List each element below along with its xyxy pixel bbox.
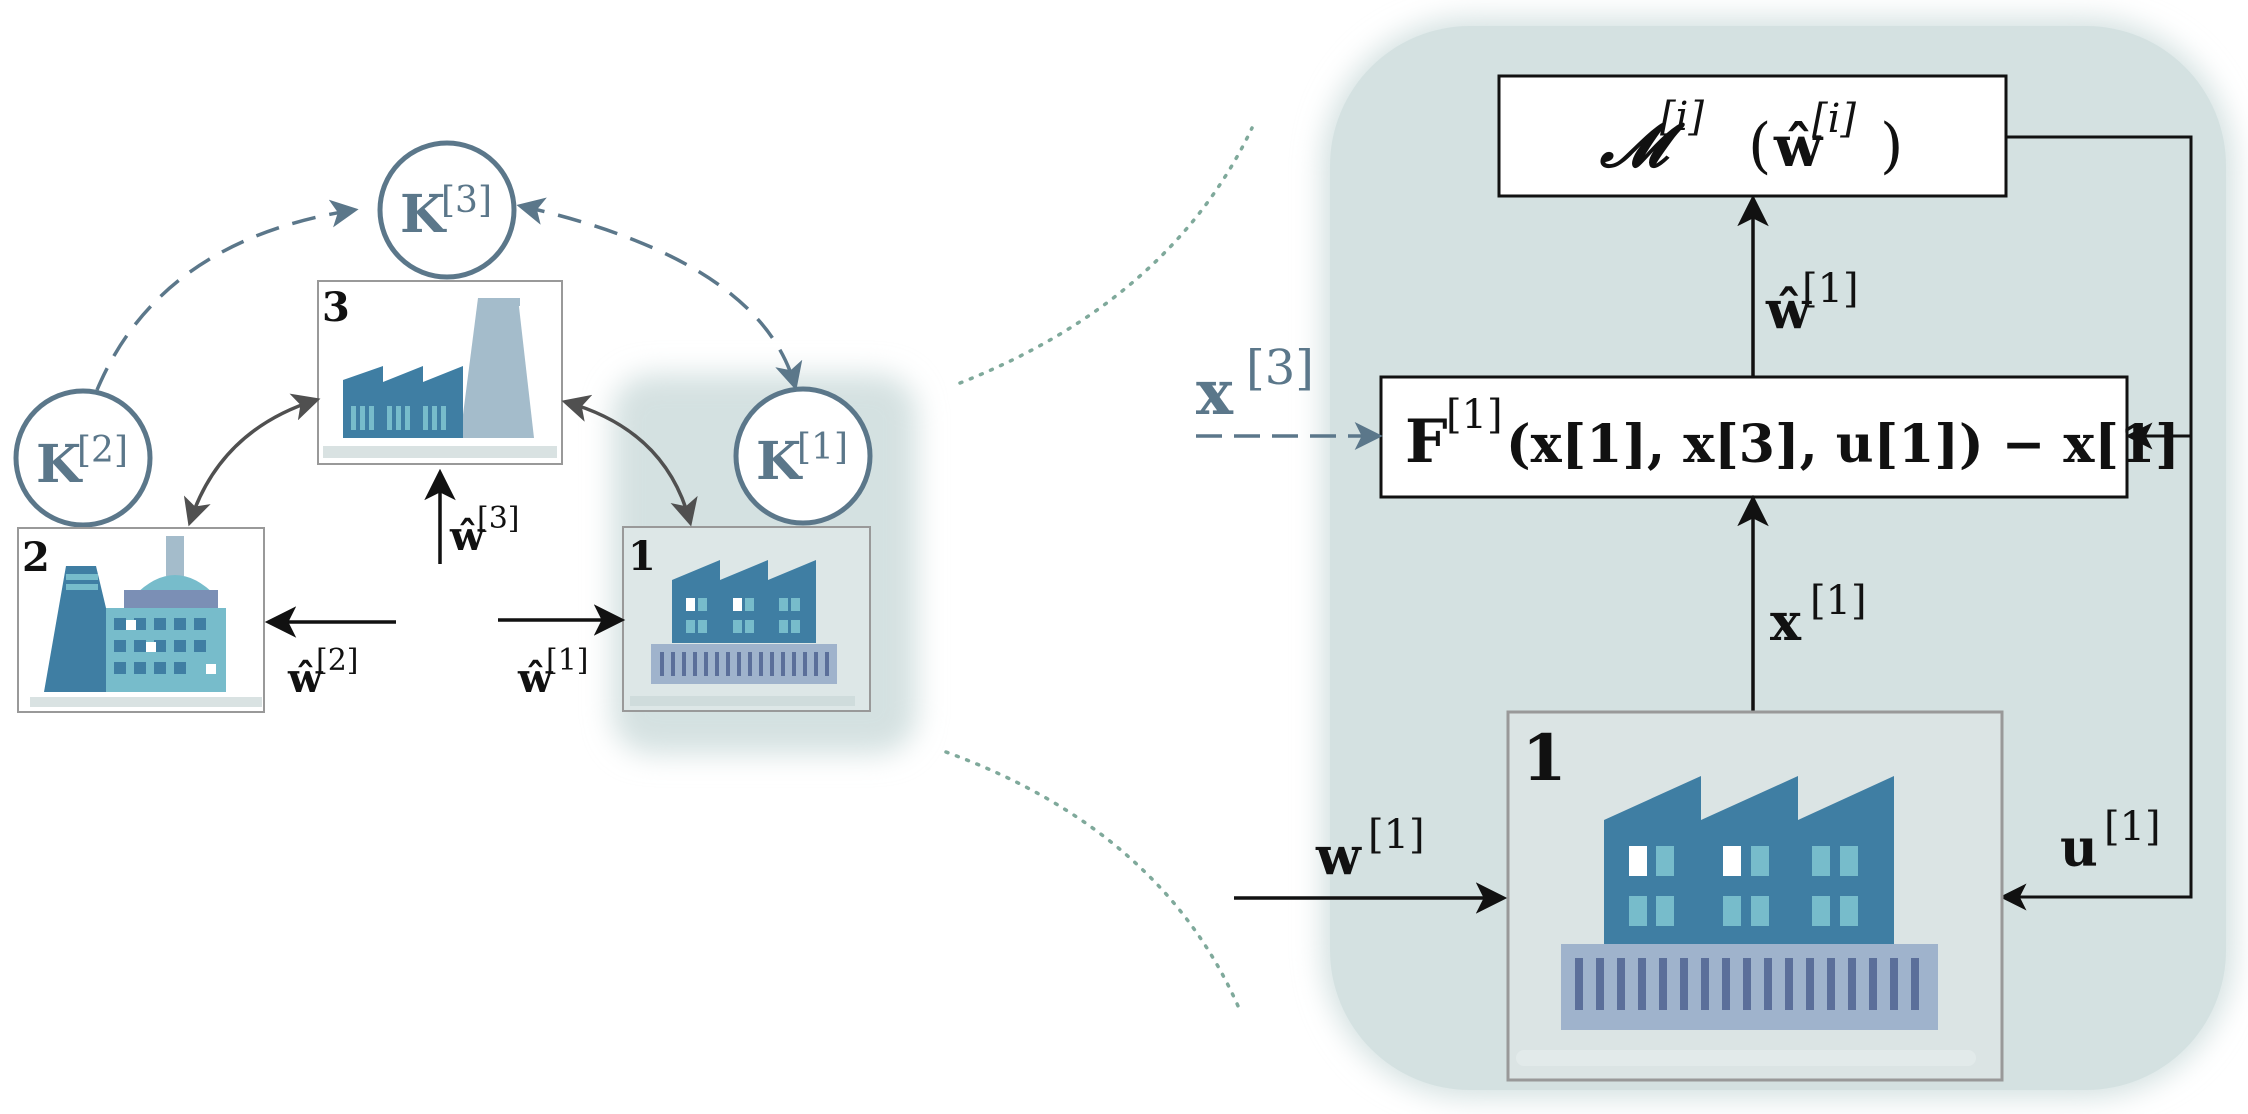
controller-k1-sup: [1] xyxy=(797,427,848,468)
label-right-x3: x [3] xyxy=(1196,340,1314,429)
plant-2: 2 xyxy=(17,527,265,713)
label-what3: ŵ [3] xyxy=(449,501,520,560)
coupling-arc-3-1 xyxy=(561,394,698,527)
controller-k2-sup: [2] xyxy=(77,430,128,471)
plant-1-small: 1 xyxy=(622,526,871,712)
plant-2-number: 2 xyxy=(22,534,50,581)
model-box-sup: [i] xyxy=(1660,94,1704,140)
plant-1-large-number: 1 xyxy=(1522,721,1567,796)
label-what2: ŵ [2] xyxy=(287,643,359,702)
comm-arc-k3-k1 xyxy=(516,197,803,391)
svg-text:[1]: [1] xyxy=(2104,804,2161,850)
svg-text:[1]: [1] xyxy=(1810,578,1867,624)
zoom-curve-bottom xyxy=(944,750,1240,1008)
plant-1-large: 1 xyxy=(1506,710,2004,1082)
label-what1: ŵ [1] xyxy=(517,643,589,702)
controller-k1: K [1] xyxy=(733,386,873,526)
svg-text:ŵ: ŵ xyxy=(287,655,324,702)
svg-text:(: ( xyxy=(1748,111,1771,181)
label-right-u1: u [1] xyxy=(2060,804,2161,879)
svg-text:ŵ: ŵ xyxy=(517,655,554,702)
model-box-arg: ŵ xyxy=(1773,114,1824,180)
plant-1-number: 1 xyxy=(628,533,656,580)
feedback-line xyxy=(1999,135,2193,911)
svg-text:[1]: [1] xyxy=(1802,266,1859,312)
svg-text:[1]: [1] xyxy=(546,643,589,678)
svg-text:ŵ: ŵ xyxy=(1765,280,1812,341)
svg-text:[1]: [1] xyxy=(1368,812,1425,858)
coupling-arc-2-3 xyxy=(183,393,321,527)
svg-text:x: x xyxy=(1196,356,1234,429)
svg-text:[3]: [3] xyxy=(477,501,520,536)
controller-k2: K [2] xyxy=(13,388,153,528)
controller-k3-sup: [3] xyxy=(441,180,492,221)
svg-text:w: w xyxy=(1315,826,1362,887)
model-box-arg-sup: [i] xyxy=(1812,96,1856,142)
comm-arc-k2-k3 xyxy=(95,199,359,391)
svg-text:u: u xyxy=(2060,818,2098,879)
svg-text:x: x xyxy=(1770,592,1802,653)
svg-text:ŵ: ŵ xyxy=(449,513,486,560)
label-right-w1: w [1] xyxy=(1315,812,1425,887)
controller-k3: K [3] xyxy=(377,140,517,280)
label-right-what1: ŵ [1] xyxy=(1765,266,1859,341)
svg-text:[2]: [2] xyxy=(316,643,359,678)
controller-k1-label: K xyxy=(756,431,803,492)
plant-3-number: 3 xyxy=(322,284,350,331)
plant-3: 3 xyxy=(317,280,563,465)
estimator-box: F [1] (x[1], x[3], u[1]) − x[1] xyxy=(1379,375,2180,499)
model-box: 𝓜 [i] ( ŵ [i] ) xyxy=(1497,74,2008,198)
estimator-args: (x[1], x[3], u[1]) − x[1] xyxy=(1506,414,2180,475)
svg-text:): ) xyxy=(1880,111,1903,181)
zoom-curve-top xyxy=(958,126,1254,385)
svg-text:[3]: [3] xyxy=(1246,340,1314,396)
estimator-sup: [1] xyxy=(1446,392,1503,438)
controller-k3-label: K xyxy=(400,184,447,245)
label-right-x1: x [1] xyxy=(1770,578,1867,653)
estimator-symbol: F xyxy=(1405,407,1448,477)
controller-k2-label: K xyxy=(36,434,83,495)
